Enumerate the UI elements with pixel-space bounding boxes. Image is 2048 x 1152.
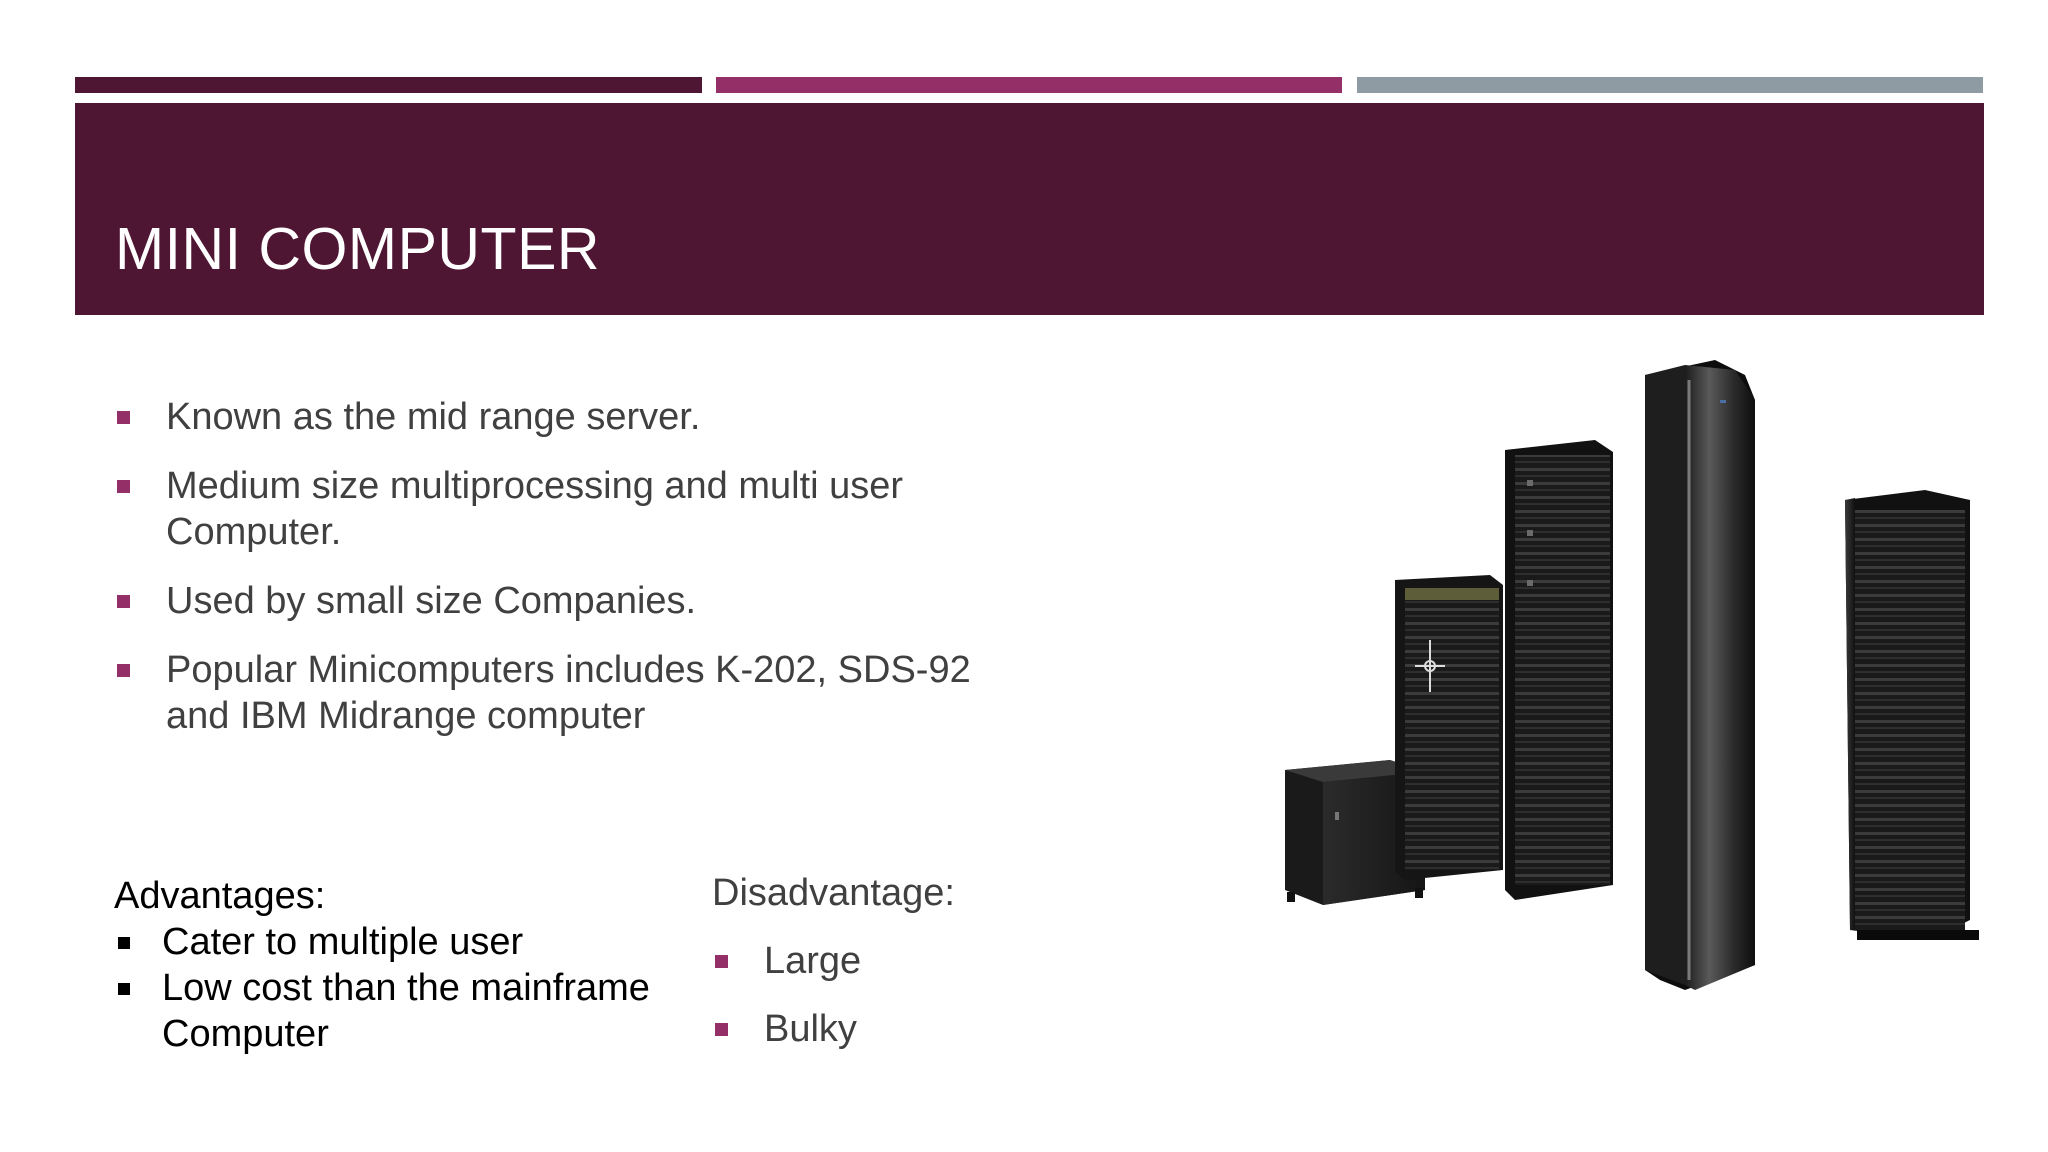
disadvantage-item: Large <box>712 938 1112 984</box>
disadvantages-list: Large Bulky <box>712 938 1112 1052</box>
bullet-item: Known as the mid range server. <box>114 394 1014 440</box>
accent-bar-gray <box>1357 77 1983 93</box>
advantage-text: Low cost than the mainframe Computer <box>162 967 650 1055</box>
square-bullet-icon <box>117 664 130 677</box>
bullet-item: Popular Minicomputers includes K-202, SD… <box>114 647 1014 739</box>
square-bullet-icon <box>715 1023 728 1036</box>
bullet-text: Known as the mid range server. <box>166 396 701 438</box>
advantage-text: Cater to multiple user <box>162 921 524 963</box>
bullet-text: Used by small size Companies. <box>166 580 697 622</box>
bullet-text: Medium size multiprocessing and multi us… <box>166 465 904 553</box>
disadvantages-section: Disadvantage: Large Bulky <box>712 870 1112 1074</box>
bullet-list: Known as the mid range server. Medium si… <box>114 394 1014 762</box>
square-bullet-icon <box>118 983 130 995</box>
advantages-section: Advantages: Cater to multiple user Low c… <box>114 873 694 1057</box>
square-bullet-icon <box>117 411 130 424</box>
advantages-list: Cater to multiple user Low cost than the… <box>114 919 694 1057</box>
title-band: MINI COMPUTER <box>75 103 1984 315</box>
rack-right <box>1845 490 1979 940</box>
bullet-item: Used by small size Companies. <box>114 578 1014 624</box>
disadvantage-text: Large <box>764 940 862 982</box>
accent-bar-magenta <box>716 77 1342 93</box>
tower-server <box>1645 360 1755 990</box>
rack-left <box>1395 575 1503 880</box>
bullet-item: Medium size multiprocessing and multi us… <box>114 463 1014 555</box>
disadvantage-item: Bulky <box>712 1006 1112 1052</box>
advantage-item: Low cost than the mainframe Computer <box>114 965 694 1057</box>
advantages-heading: Advantages: <box>114 875 326 917</box>
server-cabinets-image <box>1285 360 1979 990</box>
disadvantage-text: Bulky <box>764 1008 857 1050</box>
rack-medium <box>1505 440 1613 900</box>
square-bullet-icon <box>715 955 728 968</box>
square-bullet-icon <box>117 480 130 493</box>
slide-title: MINI COMPUTER <box>115 216 601 282</box>
bullet-text: Popular Minicomputers includes K-202, SD… <box>166 649 971 737</box>
square-bullet-icon <box>118 937 130 949</box>
disadvantages-heading: Disadvantage: <box>712 872 955 914</box>
square-bullet-icon <box>117 595 130 608</box>
advantage-item: Cater to multiple user <box>114 919 694 965</box>
accent-bar-dark <box>75 77 702 93</box>
